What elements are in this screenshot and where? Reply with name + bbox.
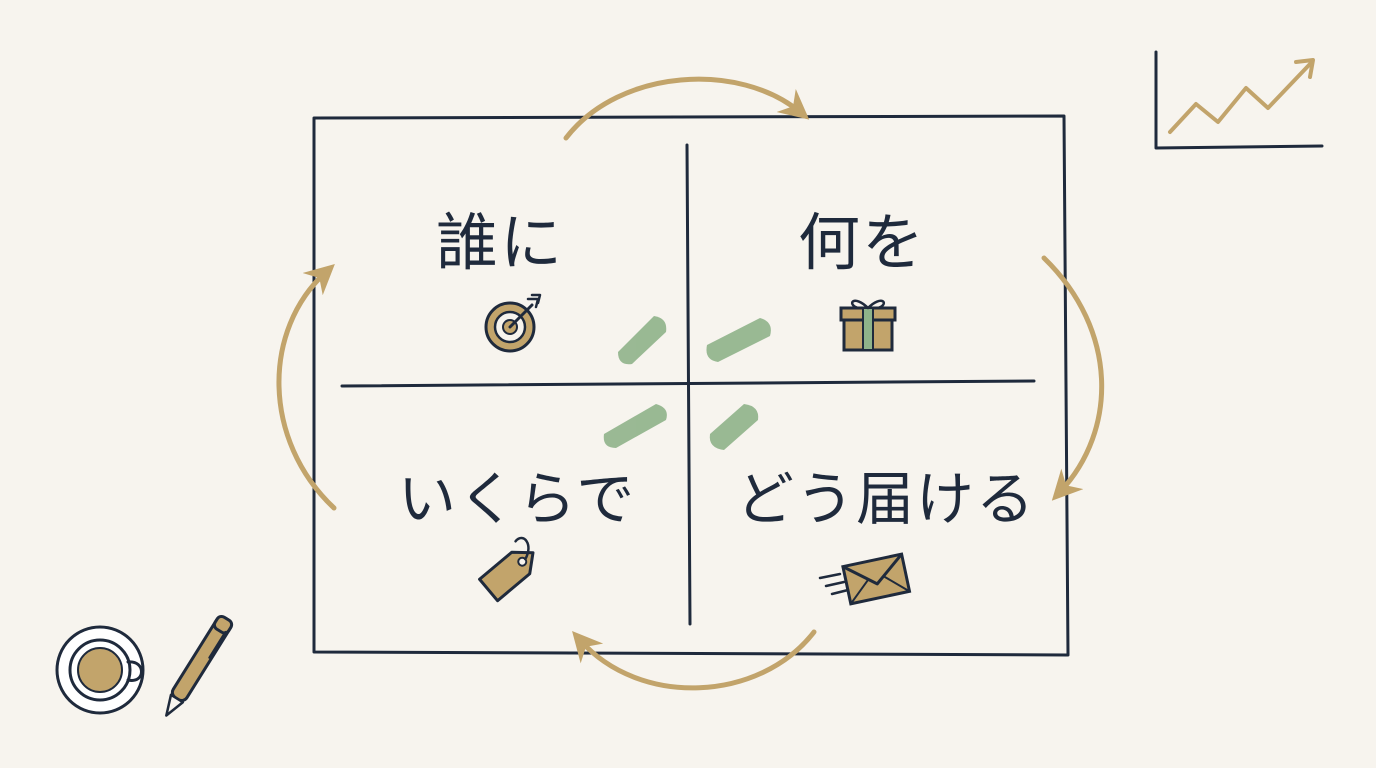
arrow-right <box>1041 255 1105 501</box>
arrow-bottom <box>572 629 817 691</box>
growth-chart-icon <box>1154 50 1324 150</box>
quadrant-label-what: 何を <box>798 206 927 279</box>
speed-lines <box>818 572 850 596</box>
arrow-left <box>276 263 337 511</box>
price-tag-icon <box>478 536 535 603</box>
pen-icon <box>165 614 234 717</box>
quadrant-label-price: いくらで <box>398 465 637 533</box>
coffee-cup-icon <box>55 625 145 715</box>
check-stroke <box>603 404 667 448</box>
gift-icon <box>839 299 897 352</box>
check-stroke <box>709 404 759 450</box>
horizontal-divider <box>340 379 1036 388</box>
target-icon <box>484 293 542 353</box>
quadrant-label-who: 誰に <box>436 206 565 279</box>
envelope-icon <box>841 552 912 606</box>
check-stroke <box>618 316 667 365</box>
arrow-top <box>563 76 810 141</box>
quadrant-frame <box>312 114 1070 657</box>
check-marks <box>603 316 771 450</box>
quadrant-label-delivery: どう届ける <box>736 465 1037 533</box>
cycle-arrows <box>276 76 1105 691</box>
check-stroke <box>706 318 771 362</box>
